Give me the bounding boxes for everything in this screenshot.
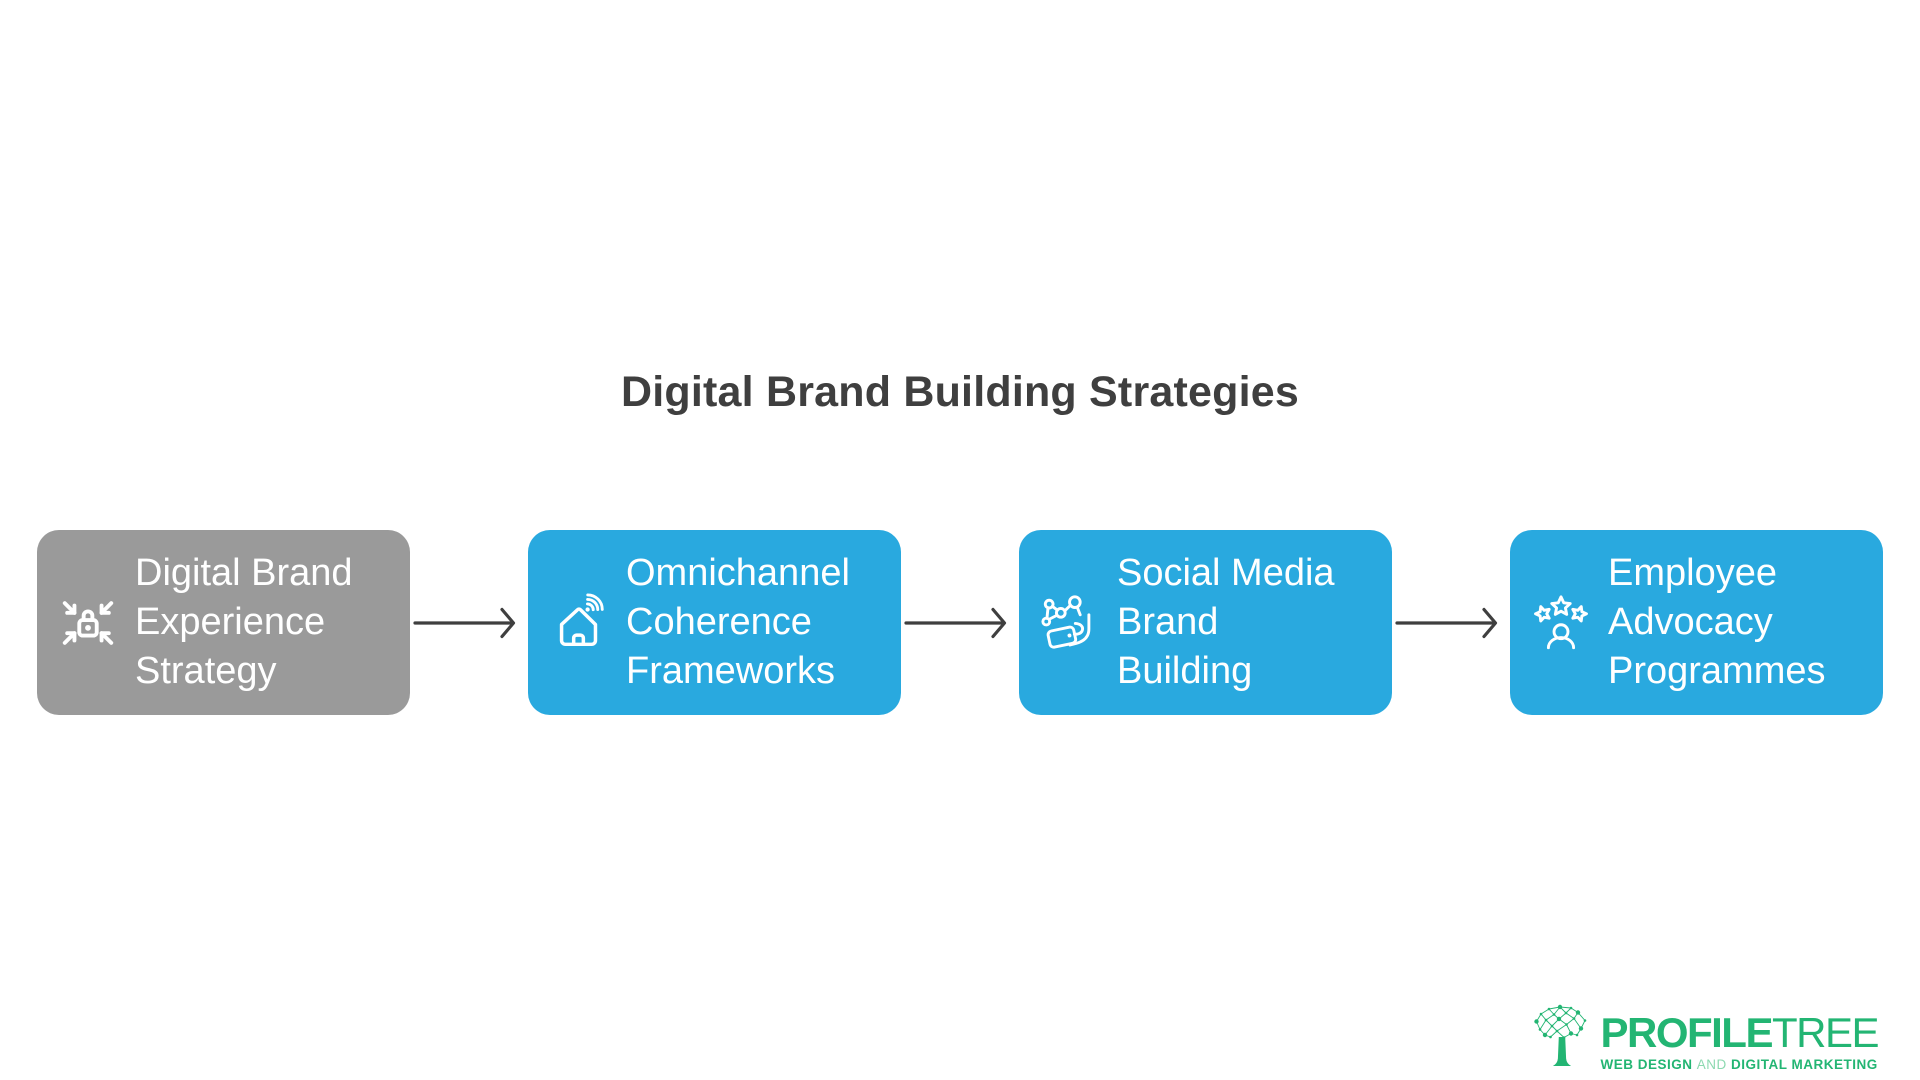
phone-network-share-icon <box>1039 592 1101 654</box>
step-box-employee-advocacy-programmes: Employee Advocacy Programmes <box>1510 530 1883 715</box>
flow-arrow-icon <box>413 607 516 638</box>
step-label: Omnichannel Coherence Frameworks <box>626 552 850 692</box>
tagline-web-design: WEB DESIGN <box>1600 1057 1693 1072</box>
lock-compress-icon <box>57 592 119 654</box>
flow-arrow-icon <box>1395 607 1498 638</box>
step-box-social-media-brand-building: Social Media Brand Building <box>1019 530 1392 715</box>
profiletree-wordmark: PROFILETREE <box>1600 1012 1879 1054</box>
step-box-digital-brand-experience-strategy: Digital Brand Experience Strategy <box>37 530 410 715</box>
step-label: Digital Brand Experience Strategy <box>135 552 353 692</box>
page-title: Digital Brand Building Strategies <box>621 368 1299 416</box>
tagline-digital-marketing: DIGITAL MARKETING <box>1731 1057 1878 1072</box>
tagline-and: AND <box>1696 1057 1727 1072</box>
smart-home-wifi-icon <box>548 592 610 654</box>
profiletree-tree-icon <box>1534 1004 1587 1066</box>
brand-name-profile: PROFILE <box>1600 1009 1773 1056</box>
profiletree-tagline: WEB DESIGN AND DIGITAL MARKETING <box>1600 1057 1877 1072</box>
brand-name-tree: TREE <box>1771 1009 1880 1056</box>
step-label: Employee Advocacy Programmes <box>1608 552 1826 692</box>
step-box-omnichannel-coherence-frameworks: Omnichannel Coherence Frameworks <box>528 530 901 715</box>
profiletree-wordmark-block: PROFILETREE WEB DESIGN AND DIGITAL MARKE… <box>1600 1012 1879 1073</box>
flow-arrow-icon <box>904 607 1007 638</box>
profiletree-logo: PROFILETREE WEB DESIGN AND DIGITAL MARKE… <box>1533 1004 1880 1073</box>
step-label: Social Media Brand Building <box>1117 552 1335 692</box>
person-stars-icon <box>1530 592 1592 654</box>
strategy-flow: Digital Brand Experience Strategy <box>0 530 1920 715</box>
